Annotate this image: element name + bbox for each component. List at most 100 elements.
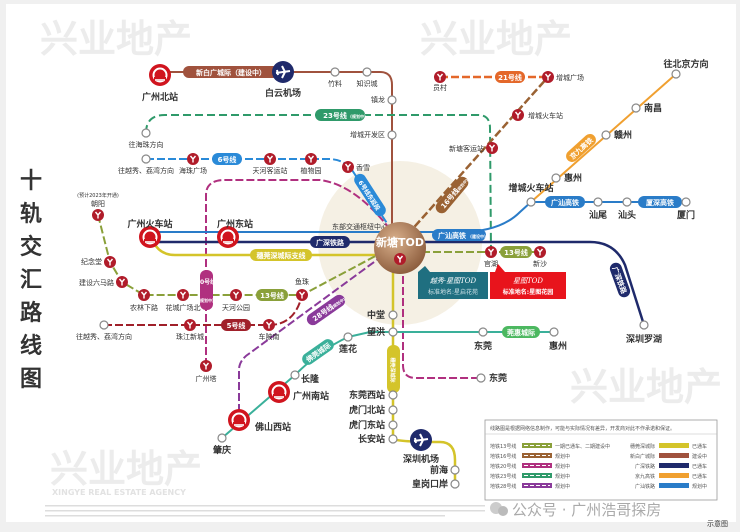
airport-icon [271, 60, 295, 84]
svg-text:镇龙: 镇龙 [371, 95, 385, 104]
svg-text:广州南站: 广州南站 [293, 390, 329, 402]
svg-text:南昌: 南昌 [644, 102, 662, 114]
station-labels: 广州北站 白云机场 竹料 知识城 镇龙 增城开发区 往海珠方向 往越秀、荔湾方向… [76, 58, 709, 490]
legend-entry: 广汕铁路 规划中 [635, 483, 707, 490]
watermark-en: XINGYE REAL ESTATE AGENCY [52, 488, 186, 497]
footer-notes [45, 505, 485, 517]
legend-swatch [659, 483, 689, 488]
svg-text:车陂南: 车陂南 [259, 332, 280, 341]
svg-text:花城广场北: 花城广场北 [166, 303, 201, 312]
svg-text:新白广城际（建设中）: 新白广城际（建设中） [196, 68, 266, 77]
hub-subtitle: 东部交通枢纽中心 [332, 222, 388, 231]
title-char: 图 [20, 367, 42, 392]
svg-text:官湖: 官湖 [484, 259, 498, 268]
callout-yuexiu: 越秀·星图TOD 标准地名:星启花苑 [418, 266, 488, 299]
legend-status: 已通车 [692, 463, 707, 470]
svg-text:往越秀、荔湾方向: 往越秀、荔湾方向 [118, 166, 174, 175]
svg-text:东莞: 东莞 [489, 372, 507, 384]
svg-text:标准地名:星启花苑: 标准地名:星启花苑 [428, 288, 478, 296]
svg-text:莲花: 莲花 [339, 343, 357, 355]
svg-text:穗莞深城际支线: 穗莞深城际支线 [257, 251, 306, 260]
pill-5: 5号线 [221, 319, 251, 331]
pill-suiguan-branch: 穗莞深城际支线 [250, 249, 312, 261]
pill-guangshan: 广汕高铁 [545, 196, 585, 208]
svg-text:兴业地产: 兴业地产 [50, 447, 202, 491]
svg-text:长安站: 长安站 [358, 433, 385, 445]
svg-text:中堂: 中堂 [367, 309, 385, 321]
svg-text:广州东站: 广州东站 [217, 218, 253, 230]
title-char: 汇 [20, 268, 42, 293]
legend-status: 规划中 [692, 483, 707, 490]
pill-13: 13号线 [256, 289, 288, 301]
hub-xintang-tod[interactable]: 东部交通枢纽中心 新塘TOD [332, 222, 426, 274]
svg-text:惠州: 惠州 [564, 172, 582, 184]
legend-status: 已通车 [692, 443, 707, 450]
pill-23: 23号线(规划中) [315, 109, 366, 121]
pill-guangshen-rail: 广深铁路 [609, 262, 631, 298]
svg-text:长隆: 长隆 [301, 373, 320, 385]
metro-icon [341, 160, 355, 174]
callout-xingtu: 星图TOD 标准地名:星图花园 [490, 264, 566, 299]
svg-text:穗莞深城际: 穗莞深城际 [389, 356, 396, 382]
legend-line-name: 地铁13号线 [490, 443, 516, 450]
svg-text:香雪: 香雪 [356, 163, 370, 172]
svg-text:标准地名:星图花园: 标准地名:星图花园 [502, 288, 553, 296]
pill-13-east: 13号线 [500, 246, 532, 258]
wechat-watermark: 公众号 · 广州浩哥探房 [490, 501, 661, 519]
svg-text:13号线: 13号线 [260, 291, 284, 300]
legend-swatch [659, 473, 689, 478]
legend-entry: 地铁16号线规划中 [490, 453, 570, 460]
metro-icon [304, 152, 318, 166]
svg-text:虎门东站: 虎门东站 [349, 419, 385, 431]
svg-text:兴业地产: 兴业地产 [420, 17, 572, 61]
airport-icon [409, 428, 433, 452]
legend: 线路图是根据网络信息制作，可能与实际情况有差异，开发商对此不作承诺和保证。 地铁… [484, 419, 718, 501]
svg-text:深圳罗湖: 深圳罗湖 [626, 333, 662, 345]
title-char: 轨 [20, 201, 42, 227]
legend-line-name: 广汕铁路 [635, 483, 655, 490]
svg-text:知识城: 知识城 [357, 79, 378, 88]
legend-status: 规划中 [555, 453, 570, 460]
svg-text:天河公园: 天河公园 [222, 304, 250, 312]
hub-name: 新塘TOD [376, 235, 424, 249]
metro-icon [186, 152, 200, 166]
svg-text:肇庆: 肇庆 [213, 444, 231, 456]
watermark: 兴业地产 XINGYE REAL ESTATE AGENCY 兴业地产 兴业地产… [40, 17, 722, 497]
svg-text:鱼珠: 鱼珠 [295, 277, 309, 286]
svg-text:23号线: 23号线 [323, 111, 347, 120]
line-20-north [205, 179, 401, 366]
svg-text:厦深高铁: 厦深高铁 [645, 198, 674, 207]
pill-guangshen: 广深铁路 [310, 236, 350, 248]
svg-text:往海珠方向: 往海珠方向 [129, 140, 164, 149]
legend-status: 建设中 [692, 453, 707, 460]
svg-text:深圳机场: 深圳机场 [403, 453, 439, 465]
pill-guangshan-2: 广汕高铁(建设中) [432, 229, 486, 241]
svg-text:13号线: 13号线 [504, 248, 528, 257]
svg-text:越秀·星图TOD: 越秀·星图TOD [430, 277, 477, 285]
rail-station-icon [227, 408, 251, 432]
svg-text:广州火车站: 广州火车站 [127, 218, 172, 230]
title-char: 路 [20, 300, 43, 326]
svg-text:员村: 员村 [433, 83, 447, 92]
legend-entry: 穗莞深城际已通车 [630, 443, 707, 450]
pill-6: 6号线 [212, 153, 242, 165]
line-guangshen [150, 240, 646, 326]
legend-line-name: 地铁28号线 [490, 483, 516, 490]
svg-text:广汕高铁: 广汕高铁 [438, 231, 466, 240]
svg-text:广深铁路: 广深铁路 [316, 238, 345, 247]
legend-status: 规划中 [555, 463, 570, 470]
svg-text:竹料: 竹料 [328, 79, 342, 88]
legend-note: 线路图是根据网络信息制作，可能与实际情况有差异，开发商对此不作承诺和保证。 [490, 425, 675, 432]
svg-text:皇岗口岸: 皇岗口岸 [412, 478, 448, 490]
svg-text:植物园: 植物园 [301, 166, 322, 175]
legend-entry: 地铁28号线规划中 [490, 483, 570, 490]
svg-text:赣州: 赣州 [614, 129, 632, 141]
pill-guanhui: 莞惠城际 [502, 326, 540, 338]
schematic-label: 示意图 [707, 519, 728, 528]
svg-text:纪念堂: 纪念堂 [81, 257, 102, 266]
legend-entry: 地铁20号线规划中 [490, 463, 570, 470]
svg-text:增城广场: 增城广场 [556, 73, 584, 82]
